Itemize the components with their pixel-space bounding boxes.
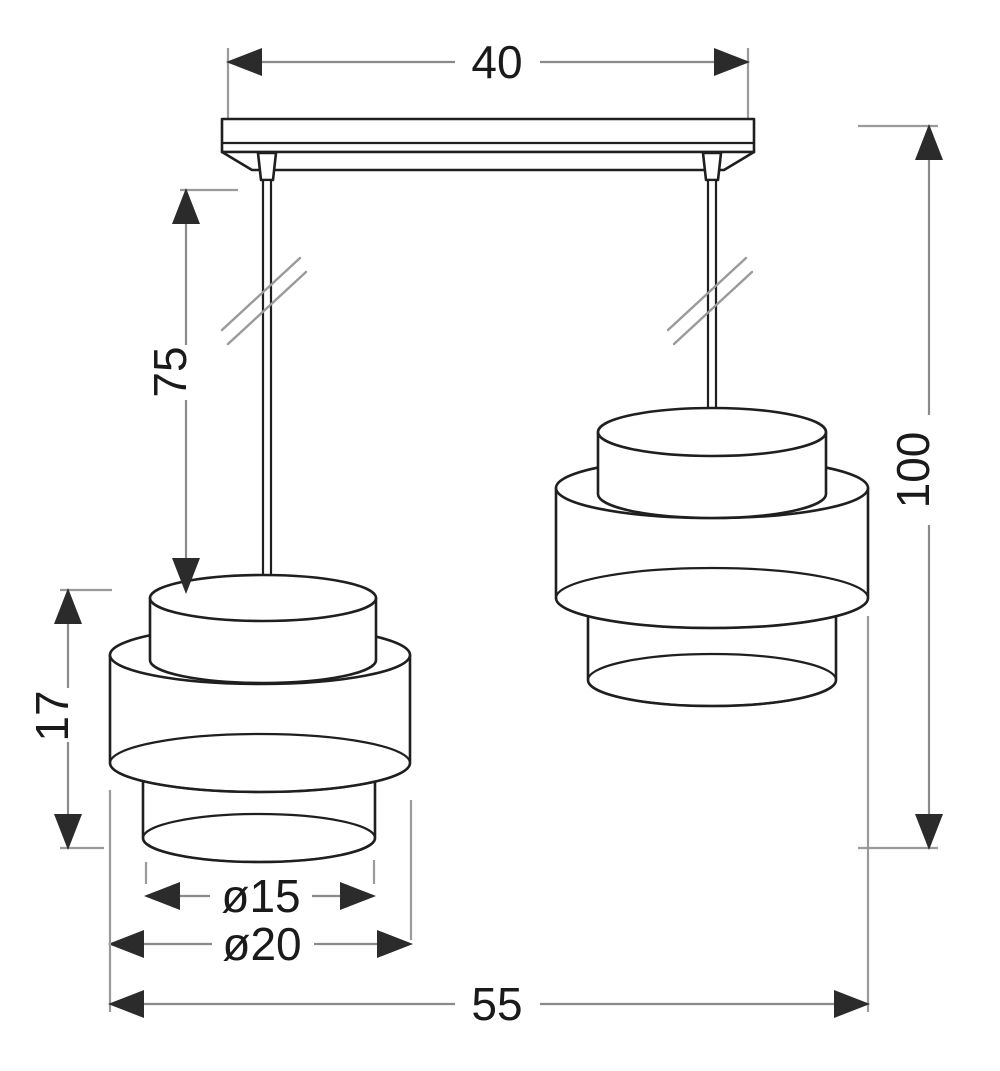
cord-grip-left [256,151,278,182]
cord-break-symbol-left [220,256,308,346]
shade-right-upper-top-ellipse [596,406,828,458]
break-stroke-b [672,270,754,346]
break-stroke-a [666,256,748,332]
tiered-shade-right [554,406,870,708]
dimension-canopy-width: 40 [226,36,750,118]
arrow-head-left [108,930,144,958]
break-stroke-b [226,270,308,346]
arrow-head-bottom [172,558,200,594]
shade-right-lower-bottom-ellipse [586,652,838,708]
shade-left-middle-bottom-ellipse [108,732,412,794]
dimension-shade-height: 17 [26,588,112,850]
arrow-head-right [340,882,376,910]
ceiling-mount-bar [220,117,756,172]
arrow-head-top [172,188,200,224]
arrow-head-right [834,990,870,1018]
break-stroke-a [220,256,302,332]
dimension-label-canopy-width: 40 [471,36,522,88]
suspension-cord-left [261,178,273,594]
arrow-head-left [144,882,180,910]
dimension-label-inner-diameter: ø15 [221,870,300,922]
dimension-inner-diameter: ø15 [144,860,376,922]
arrow-head-left [108,990,144,1018]
arrow-head-top [915,124,943,160]
canopy-bevel [220,150,756,172]
dimension-overall-width: 55 [108,616,870,1030]
dimension-total-height: 100 [858,124,943,850]
arrow-head-left [226,48,262,76]
dimension-outer-diameter: ø20 [108,790,413,970]
arrow-head-right [714,48,750,76]
suspension-cord-left-group [220,151,308,594]
arrow-head-top [54,588,82,624]
dimension-label-overall-width: 55 [471,978,522,1030]
dimension-suspension-height: 75 [144,188,238,594]
arrow-head-right [377,930,413,958]
arrow-head-bottom [54,814,82,850]
shade-right-middle-bottom-ellipse [554,566,870,630]
cord-break-symbol-right [666,256,754,346]
tiered-shade-left [108,573,412,864]
dimension-label-suspension-height: 75 [144,346,196,397]
dimension-label-total-height: 100 [887,432,939,509]
canopy-body [220,117,756,154]
dimension-label-shade-height: 17 [26,690,78,741]
cord-grip-right [701,151,723,182]
suspension-cord-right-group [666,151,754,434]
shade-left-lower-bottom-ellipse [141,812,377,864]
arrow-head-bottom [915,814,943,850]
dimension-label-outer-diameter: ø20 [222,918,301,970]
shade-left-upper-top-ellipse [148,573,378,623]
